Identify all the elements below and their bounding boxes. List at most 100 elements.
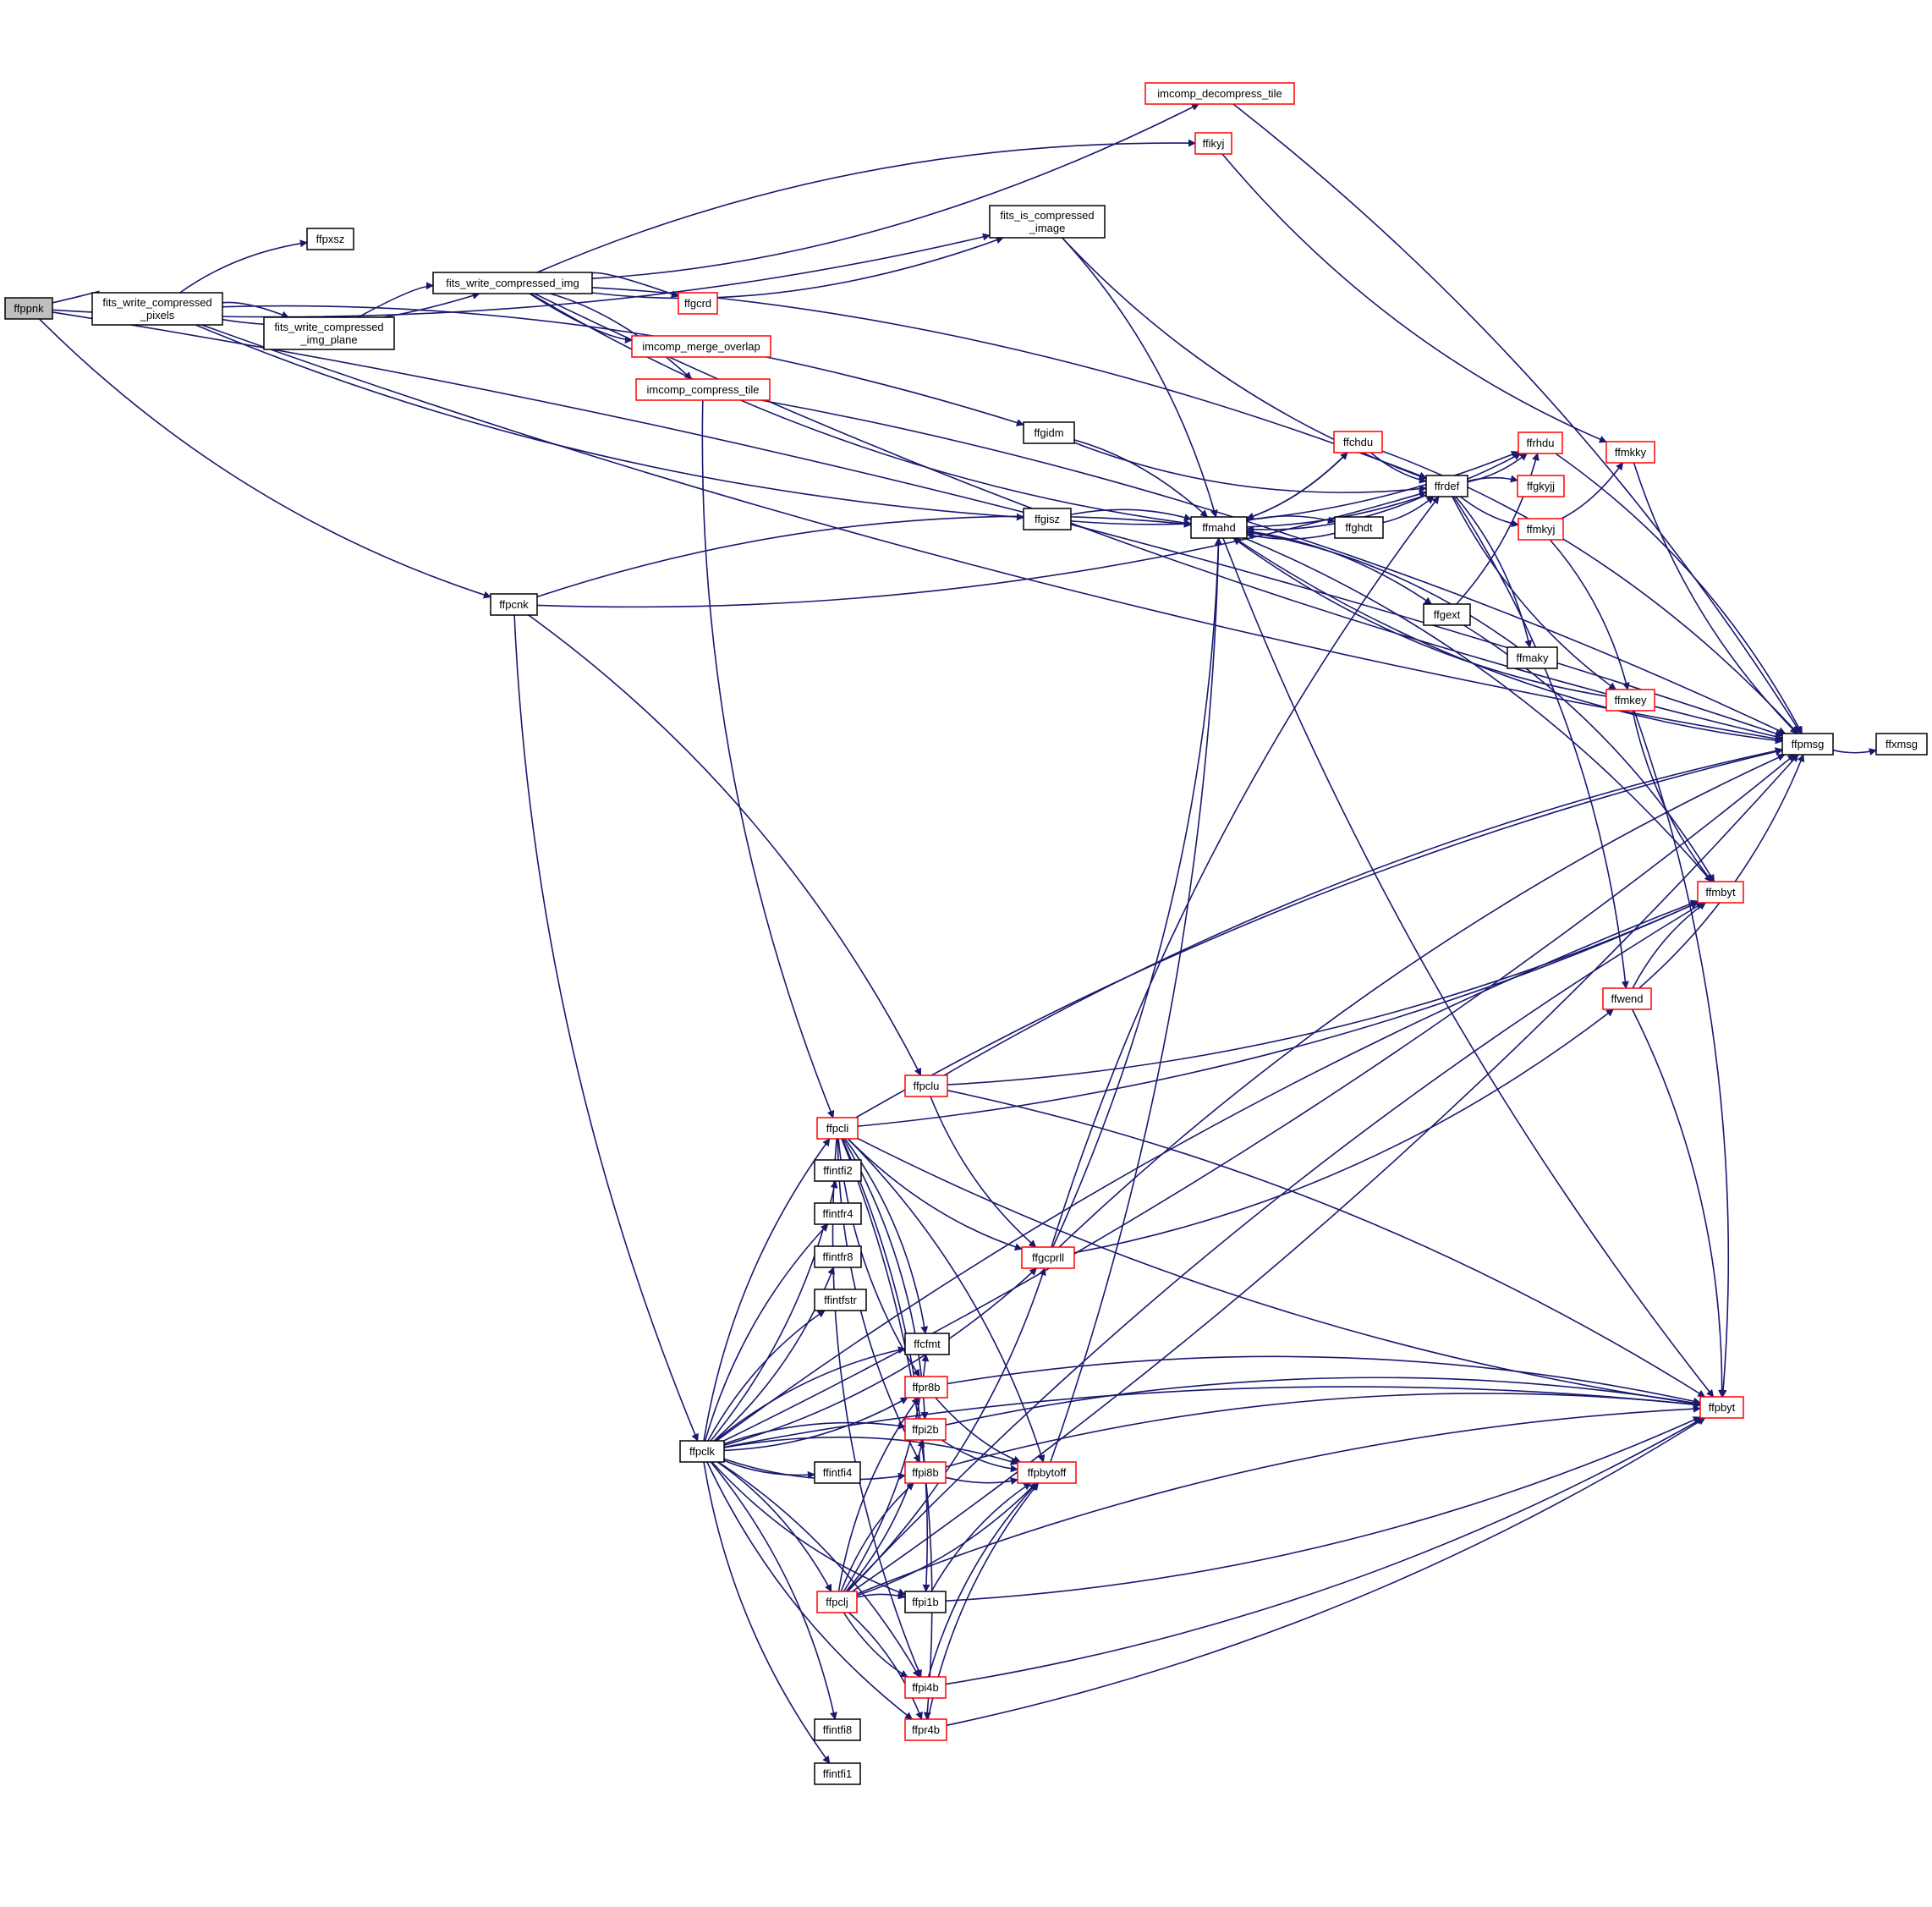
node-ffpr4b[interactable]: ffpr4b — [904, 1718, 947, 1741]
edge-ffpclk-to-ffintfr4 — [704, 1223, 829, 1442]
node-ffpcli[interactable]: ffpcli — [816, 1117, 859, 1140]
node-ffintfi1[interactable]: ffintfi1 — [814, 1762, 861, 1785]
node-ffpr8b[interactable]: ffpr8b — [904, 1376, 948, 1399]
node-box — [91, 292, 223, 326]
node-ffintfstr[interactable]: ffintfstr — [814, 1289, 867, 1311]
node-box — [263, 316, 395, 350]
edge-ffchdu-to-ffrdef — [1369, 452, 1427, 484]
edge-ffmkyj-to-ffmkky — [1561, 462, 1624, 519]
edge-ffpmsg-to-ffxmsg — [1832, 748, 1877, 756]
node-box — [1697, 881, 1744, 904]
node-label: ffpi8b — [912, 1466, 939, 1479]
node-ffgcrd[interactable]: ffgcrd — [678, 292, 718, 315]
edge-fits_write_compressed_img-to-ffgcrd — [591, 272, 679, 298]
edge-ffchdu-to-ffmahd — [1246, 452, 1348, 520]
node-label: ffmbyt — [1705, 886, 1736, 899]
node-imcomp_compress_tile[interactable]: imcomp_compress_tile — [635, 378, 771, 401]
node-ffpclk[interactable]: ffpclk — [679, 1440, 725, 1463]
node-ffgidm[interactable]: ffgidm — [1023, 421, 1075, 444]
node-box — [989, 205, 1106, 239]
node-box — [306, 228, 354, 250]
node-ffmaky[interactable]: ffmaky — [1507, 646, 1558, 669]
node-fits_write_compressed_img_plane[interactable]: fits_write_compressed_img_plane — [263, 316, 395, 350]
edge-ffrdef-to-ffwend — [1452, 496, 1629, 989]
node-ffintfi2[interactable]: ffintfi2 — [814, 1159, 862, 1182]
edge-ffpclk-to-ffmbyt — [716, 899, 1699, 1442]
node-imcomp_decompress_tile[interactable]: imcomp_decompress_tile — [1144, 82, 1295, 105]
node-ffmbyt[interactable]: ffmbyt — [1697, 881, 1744, 904]
node-label: ffgkyjj — [1527, 480, 1555, 492]
node-ffmkey[interactable]: ffmkey — [1605, 689, 1655, 712]
node-label: ffchdu — [1343, 436, 1373, 448]
node-ffikyj[interactable]: ffikyj — [1194, 132, 1232, 155]
node-box — [1144, 82, 1295, 105]
node-ffpbytoff[interactable]: ffpbytoff — [1017, 1461, 1077, 1484]
node-ffintfi8[interactable]: ffintfi8 — [814, 1718, 861, 1741]
node-label: fits_write_compressed_img — [446, 277, 579, 289]
node-ffppnk[interactable]: ffppnk — [4, 297, 53, 320]
node-ffgkyjj[interactable]: ffgkyjj — [1517, 475, 1565, 497]
node-label: ffpr8b — [912, 1381, 940, 1393]
edge-ffpclk-to-ffpbyt — [723, 1386, 1701, 1448]
node-label: ffpmsg — [1792, 738, 1825, 750]
node-ffpmsg[interactable]: ffpmsg — [1781, 733, 1834, 756]
edge-ffpclk-to-ffpr4b — [706, 1461, 914, 1720]
edge-ffpclk-to-ffpi1b — [711, 1461, 906, 1596]
node-ffrhdu[interactable]: ffrhdu — [1518, 431, 1563, 454]
node-ffpclu[interactable]: ffpclu — [904, 1074, 948, 1097]
node-label: ffxmsg — [1885, 738, 1918, 750]
node-ffchdu[interactable]: ffchdu — [1333, 431, 1383, 453]
node-box — [1517, 475, 1565, 497]
node-ffpi8b[interactable]: ffpi8b — [904, 1461, 947, 1484]
edge-ffmahd-to-ffrhdu — [1246, 453, 1522, 528]
node-box — [1017, 1461, 1077, 1484]
node-label: fits_write_compressed — [102, 296, 211, 309]
node-ffghdt[interactable]: ffghdt — [1334, 516, 1384, 539]
edge-ffgcprll-to-ffpmsg — [1058, 754, 1786, 1248]
node-ffrdef[interactable]: ffrdef — [1425, 475, 1468, 497]
edge-ffpbytoff-to-ffmahd — [1050, 537, 1223, 1463]
node-ffintfi4[interactable]: ffintfi4 — [814, 1461, 861, 1484]
node-box — [814, 1202, 862, 1225]
node-box — [1334, 516, 1384, 539]
node-ffpclj[interactable]: ffpclj — [816, 1591, 858, 1613]
node-ffmahd[interactable]: ffmahd — [1190, 516, 1248, 539]
node-box — [1425, 475, 1468, 497]
node-ffintfr4[interactable]: ffintfr4 — [814, 1202, 862, 1225]
node-ffpi2b[interactable]: ffpi2b — [904, 1418, 947, 1441]
node-label: fits_write_compressed — [274, 321, 383, 333]
node-label: ffmkky — [1615, 446, 1647, 459]
node-ffpxsz[interactable]: ffpxsz — [306, 228, 354, 250]
edge-ffpcnk-to-ffpclu — [528, 614, 922, 1076]
node-fits_write_compressed_img[interactable]: fits_write_compressed_img — [432, 272, 593, 294]
edge-ffgext-to-ffmbyt — [1463, 624, 1715, 882]
node-ffintfr8[interactable]: ffintfr8 — [814, 1245, 862, 1268]
node-imcomp_merge_overlap[interactable]: imcomp_merge_overlap — [631, 335, 771, 358]
node-box — [4, 297, 53, 320]
edge-ffpr4b-to-ffpbyt — [946, 1417, 1706, 1727]
node-ffmkky[interactable]: ffmkky — [1605, 441, 1655, 464]
node-ffmkyj[interactable]: ffmkyj — [1518, 518, 1564, 541]
node-ffpi1b[interactable]: ffpi1b — [904, 1591, 947, 1613]
node-label: ffrdef — [1435, 480, 1460, 492]
edge-ffgcprll-to-ffmahd — [1051, 537, 1222, 1248]
edge-ffmahd-to-ffpmsg — [1234, 537, 1783, 745]
edge-ffpclj-to-ffpr4b — [848, 1612, 923, 1720]
node-fits_write_compressed_pixels[interactable]: fits_write_compressed_pixels — [91, 292, 223, 326]
edge-ffgidm-to-ffrdef — [1073, 442, 1427, 493]
node-ffpbyt[interactable]: ffpbyt — [1699, 1396, 1744, 1419]
node-ffpi4b[interactable]: ffpi4b — [904, 1676, 947, 1699]
node-ffgisz[interactable]: ffgisz — [1023, 508, 1072, 530]
node-ffcfmt[interactable]: ffcfmt — [904, 1333, 950, 1355]
node-ffxmsg[interactable]: ffxmsg — [1875, 733, 1928, 756]
node-box — [631, 335, 771, 358]
node-ffgcprll[interactable]: ffgcprll — [1021, 1246, 1075, 1269]
edge-ffmkky-to-ffpmsg — [1633, 462, 1798, 734]
node-box — [635, 378, 771, 401]
node-ffgext[interactable]: ffgext — [1423, 603, 1471, 626]
node-fits_is_compressed_image[interactable]: fits_is_compressed_image — [989, 205, 1106, 239]
node-box — [814, 1245, 862, 1268]
node-ffpcnk[interactable]: ffpcnk — [490, 593, 538, 616]
node-ffwend[interactable]: ffwend — [1602, 987, 1652, 1010]
node-box — [904, 1333, 950, 1355]
